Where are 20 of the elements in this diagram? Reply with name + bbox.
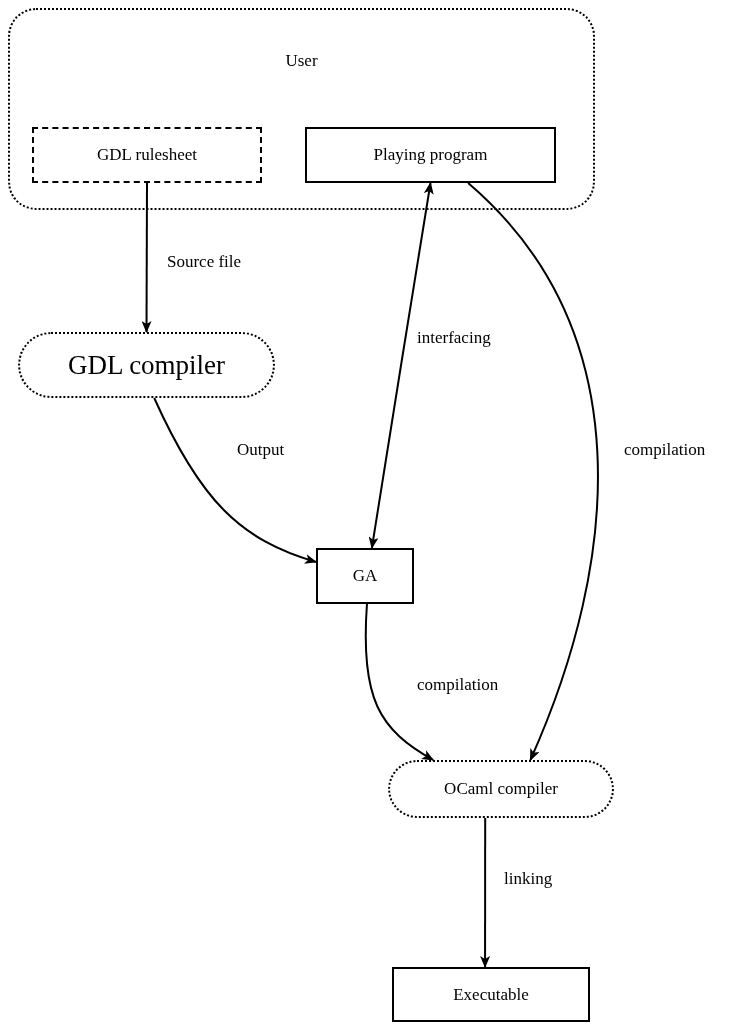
process-box — [305, 127, 556, 183]
arrow — [364, 603, 435, 761]
arrow — [480, 817, 491, 968]
node-label: GDL compiler — [67, 348, 226, 382]
arrow — [153, 397, 317, 564]
node-label: GDL rulesheet — [97, 144, 197, 167]
process-box — [316, 548, 414, 604]
node-label: GA — [352, 565, 378, 588]
arrow — [141, 182, 152, 333]
node-label: Executable — [453, 983, 529, 1006]
arrow — [368, 182, 434, 549]
tool-pill — [388, 760, 614, 818]
node-label: User — [285, 50, 318, 72]
group-container — [8, 8, 595, 210]
tool-pill — [18, 332, 275, 398]
node-label: Playing program — [373, 144, 488, 167]
node-label: OCaml compiler — [444, 778, 558, 801]
input-box — [32, 127, 262, 183]
arrow — [467, 182, 599, 761]
process-box — [392, 967, 590, 1022]
